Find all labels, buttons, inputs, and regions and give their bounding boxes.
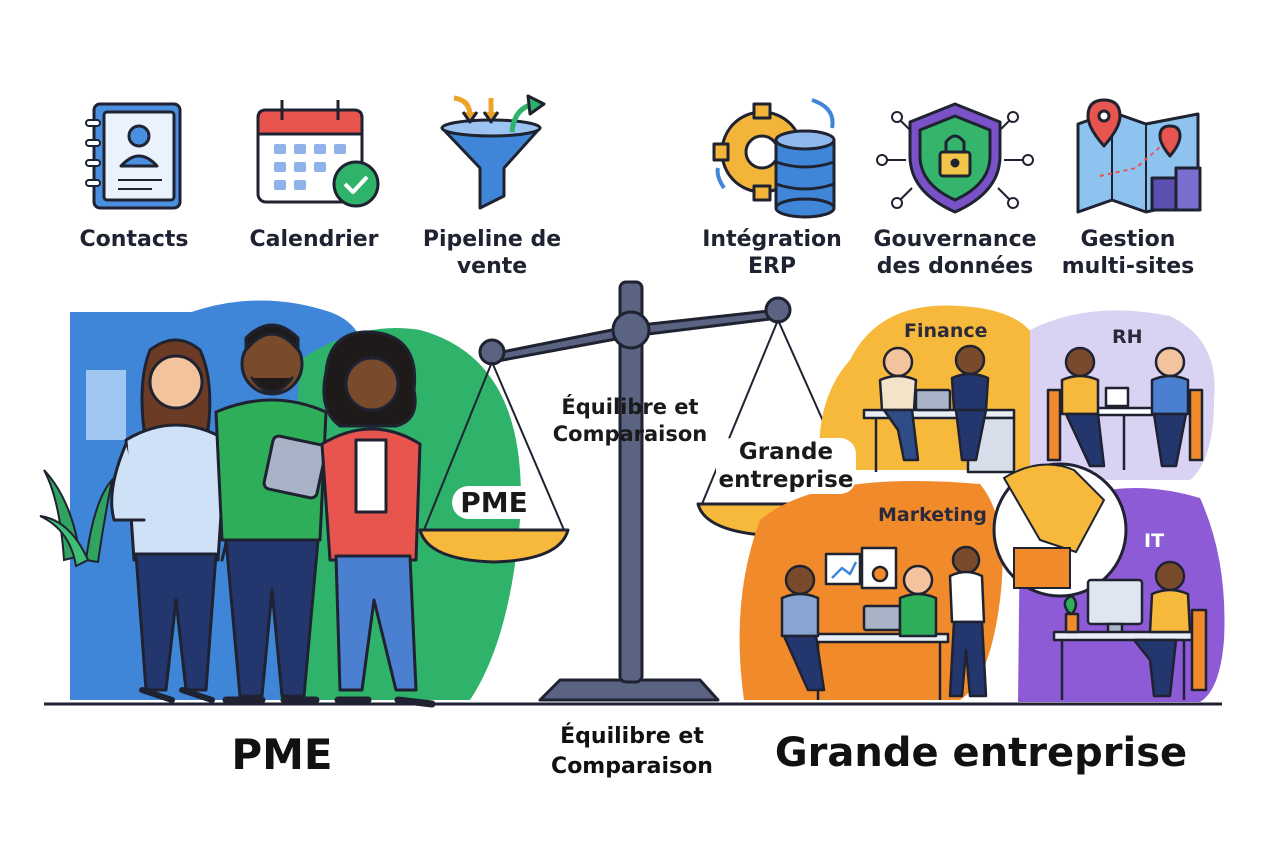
feature-label-pipeline: Pipeline de vente [422, 227, 562, 279]
enterprise-teams-illustration [780, 344, 1208, 700]
calendar-icon [256, 100, 380, 208]
gear-database-icon [712, 98, 836, 219]
feature-label-contacts: Contacts [79, 227, 189, 252]
department-rh: RH [1112, 326, 1143, 348]
caption-pme: PME [231, 730, 333, 779]
caption-enterprise: Grande entreprise [774, 730, 1188, 776]
person-woman-left [110, 338, 233, 703]
department-finance: Finance [904, 320, 988, 342]
caption-center: Équilibre et Comparaison [551, 724, 713, 779]
shield-lock-icon [876, 102, 1034, 214]
feature-label-multisite: Gestion multi-sites [1061, 227, 1195, 279]
department-it: IT [1144, 530, 1165, 552]
hr-team [1046, 346, 1204, 470]
contact-book-icon [85, 102, 182, 210]
it-team [1052, 560, 1208, 700]
finance-team [862, 344, 1016, 474]
balance-scale [418, 280, 866, 702]
person-woman-right [320, 330, 436, 708]
feature-label-calendar: Calendrier [249, 227, 379, 252]
pme-team-illustration [110, 323, 436, 708]
scale-beam-label: Équilibre et Comparaison [552, 395, 708, 446]
funnel-icon [440, 94, 546, 210]
department-marketing: Marketing [878, 504, 987, 526]
feature-label-erp: Intégration ERP [702, 227, 842, 279]
marketing-team [780, 545, 988, 700]
scale-left-pan-label: PME [432, 486, 556, 519]
map-buildings-icon [1076, 98, 1202, 214]
scale-right-pan-label: Grande entreprise [716, 438, 856, 494]
pme-pan-text: PME [452, 486, 536, 519]
plant-icon [39, 469, 114, 568]
feature-label-governance: Gouvernance des données [873, 227, 1037, 279]
